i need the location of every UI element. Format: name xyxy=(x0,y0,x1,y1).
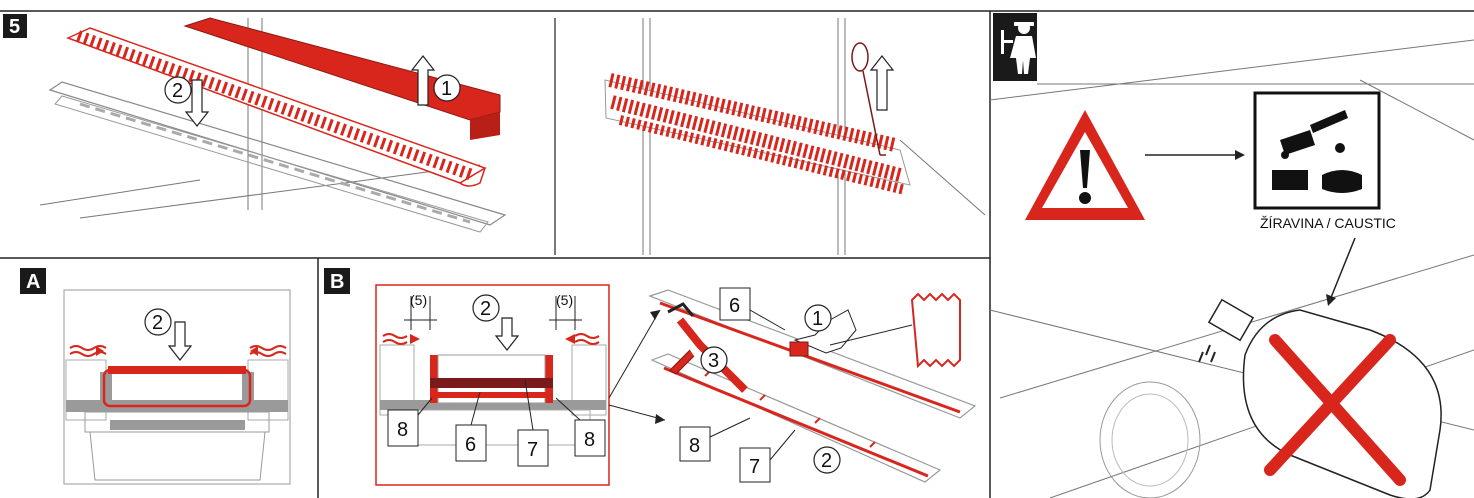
callout-top-2: 2 xyxy=(172,80,183,102)
arrow-down-icon xyxy=(167,321,193,361)
step-badge-5: 5 xyxy=(3,14,27,38)
part-8-left: 8 xyxy=(397,419,408,441)
sealant-gun-icon xyxy=(676,317,748,393)
warning-triangle-icon xyxy=(1025,110,1145,220)
callout-b-3: 3 xyxy=(708,350,719,372)
part-6-left: 6 xyxy=(465,434,476,456)
step-letter-a: A xyxy=(26,271,40,293)
caustic-label: ŽÍRAVINA / CAUSTIC xyxy=(1260,215,1396,231)
step-letter-b: B xyxy=(330,271,344,293)
step-number: 5 xyxy=(9,16,20,38)
gap-right-label: (5) xyxy=(556,292,573,308)
panel-b-perspective: 1 3 2 6 8 7 xyxy=(608,287,977,483)
arrow-up-icon xyxy=(869,55,895,111)
corrosive-hazard-icon xyxy=(1253,91,1381,210)
arrow-down-icon xyxy=(184,79,210,127)
part-8-bottom: 8 xyxy=(689,435,700,457)
callout-b-right-2: 2 xyxy=(821,450,832,472)
callout-top-1: 1 xyxy=(441,78,452,100)
warning-panel: ŽÍRAVINA / CAUSTIC xyxy=(989,13,1474,498)
hook-tool-icon xyxy=(851,42,869,72)
part-8-right: 8 xyxy=(584,429,595,451)
step-badge-a: A xyxy=(20,268,46,294)
top-left-illustration: 1 2 xyxy=(39,17,507,233)
crossed-bottle-icon xyxy=(1198,298,1442,498)
part-7-left: 7 xyxy=(527,439,538,461)
callout-a-2: 2 xyxy=(152,312,163,334)
gap-left-label: (5) xyxy=(410,292,427,308)
callout-b-2: 2 xyxy=(480,298,491,320)
callout-b-1: 1 xyxy=(812,308,823,330)
arrow-up-icon xyxy=(410,55,436,106)
panel-b-detail: (5) (5) 2 8 6 7 8 xyxy=(375,284,610,486)
sealing-tape-icon xyxy=(829,292,961,369)
step-badge-b: B xyxy=(324,268,350,294)
part-6-right: 6 xyxy=(729,295,740,317)
part-7-right: 7 xyxy=(749,456,760,478)
top-right-illustration xyxy=(604,18,986,255)
panel-a-illustration: 2 xyxy=(63,289,291,485)
arrow-down-icon xyxy=(494,317,520,351)
